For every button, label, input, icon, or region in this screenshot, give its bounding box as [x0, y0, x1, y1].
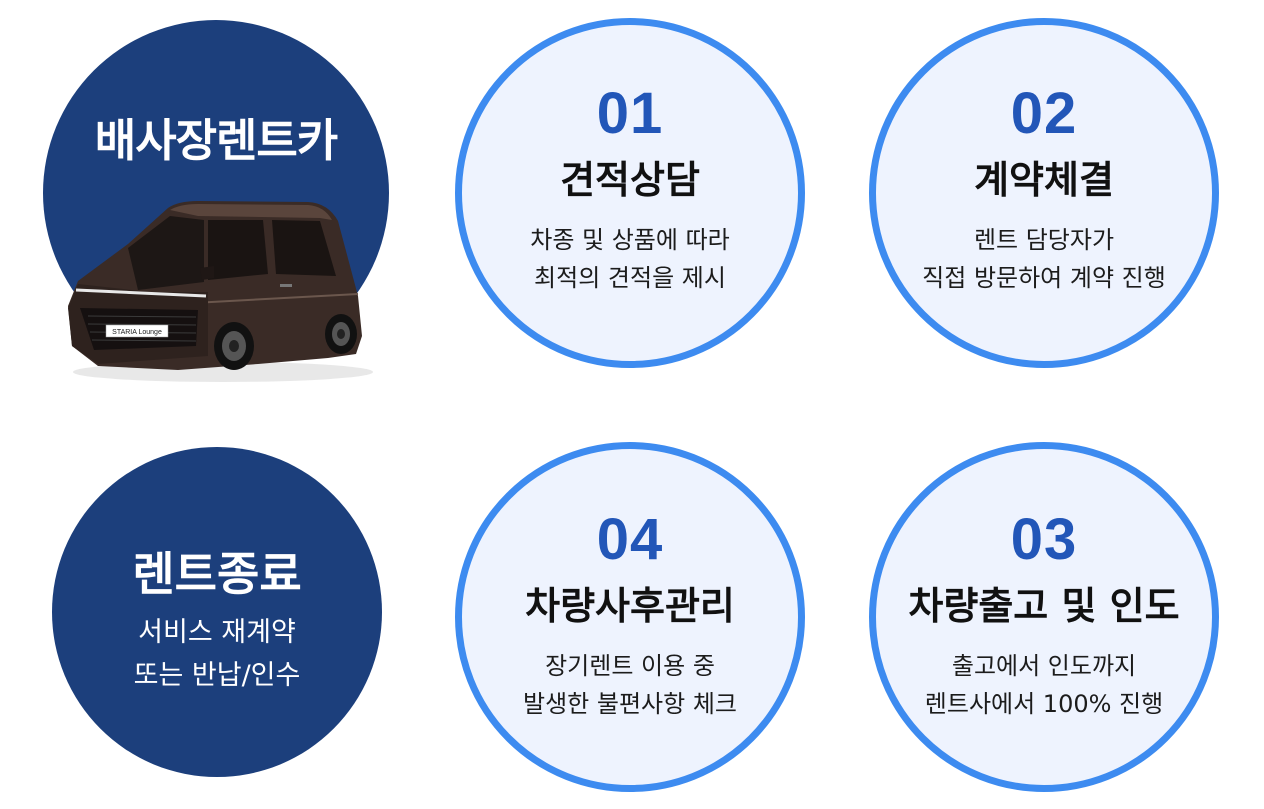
step-desc-line2: 최적의 견적을 제시 [534, 264, 726, 292]
step-01-circle: 01 견적상담 차종 및 상품에 따라 최적의 견적을 제시 [455, 18, 805, 368]
step-04-circle: 04 차량사후관리 장기렌트 이용 중 발생한 불편사항 체크 [455, 442, 805, 792]
step-desc-line1: 장기렌트 이용 중 [545, 652, 715, 680]
rental-end-circle: 렌트종료 서비스 재계약 또는 반납/인수 [52, 447, 382, 777]
step-number: 03 [1010, 507, 1078, 572]
van-plate: STARIA Lounge [112, 329, 162, 336]
step-description: 장기렌트 이용 중 발생한 불편사항 체크 [523, 647, 737, 723]
step-title: 차량출고 및 인도 [908, 584, 1180, 628]
step-description: 출고에서 인도까지 렌트사에서 100% 진행 [925, 647, 1163, 723]
rental-end-description: 서비스 재계약 또는 반납/인수 [134, 611, 301, 697]
step-description: 렌트 담당자가 직접 방문하여 계약 진행 [922, 221, 1166, 297]
van-image: STARIA Lounge [68, 201, 373, 382]
step-desc-line2: 렌트사에서 100% 진행 [924, 690, 1164, 718]
step-03-circle: 03 차량출고 및 인도 출고에서 인도까지 렌트사에서 100% 진행 [869, 442, 1219, 792]
step-02-circle: 02 계약체결 렌트 담당자가 직접 방문하여 계약 진행 [869, 18, 1219, 368]
step-title: 계약체결 [974, 158, 1114, 202]
rental-end-desc-line1: 서비스 재계약 [138, 617, 296, 648]
step-desc-line2: 발생한 불편사항 체크 [523, 690, 737, 718]
step-desc-line1: 렌트 담당자가 [973, 226, 1115, 254]
brand-title: 배사장렌트카 [94, 114, 338, 167]
step-number: 02 [1010, 81, 1078, 146]
step-description: 차종 및 상품에 따라 최적의 견적을 제시 [530, 221, 730, 297]
step-number: 04 [596, 507, 664, 572]
step-desc-line2: 직접 방문하여 계약 진행 [922, 264, 1166, 292]
step-desc-line1: 차종 및 상품에 따라 [530, 226, 730, 254]
step-number: 01 [596, 81, 664, 146]
step-desc-line1: 출고에서 인도까지 [951, 652, 1137, 680]
step-title: 차량사후관리 [525, 584, 735, 628]
step-title: 견적상담 [560, 158, 700, 202]
rental-end-desc-line2: 또는 반납/인수 [133, 660, 301, 691]
rental-end-title: 렌트종료 [132, 547, 302, 601]
